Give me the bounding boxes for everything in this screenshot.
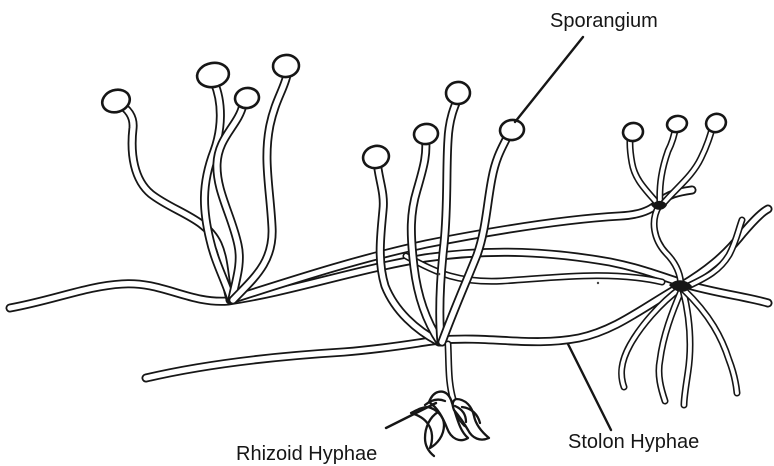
sporangium-head <box>272 54 300 78</box>
rhizoid-hyphae-label: Rhizoid Hyphae <box>236 443 377 465</box>
stolon-hyphae-label: Stolon Hyphae <box>568 431 699 453</box>
sporangium-label: Sporangium <box>550 10 658 32</box>
sporangium-head <box>445 81 471 105</box>
